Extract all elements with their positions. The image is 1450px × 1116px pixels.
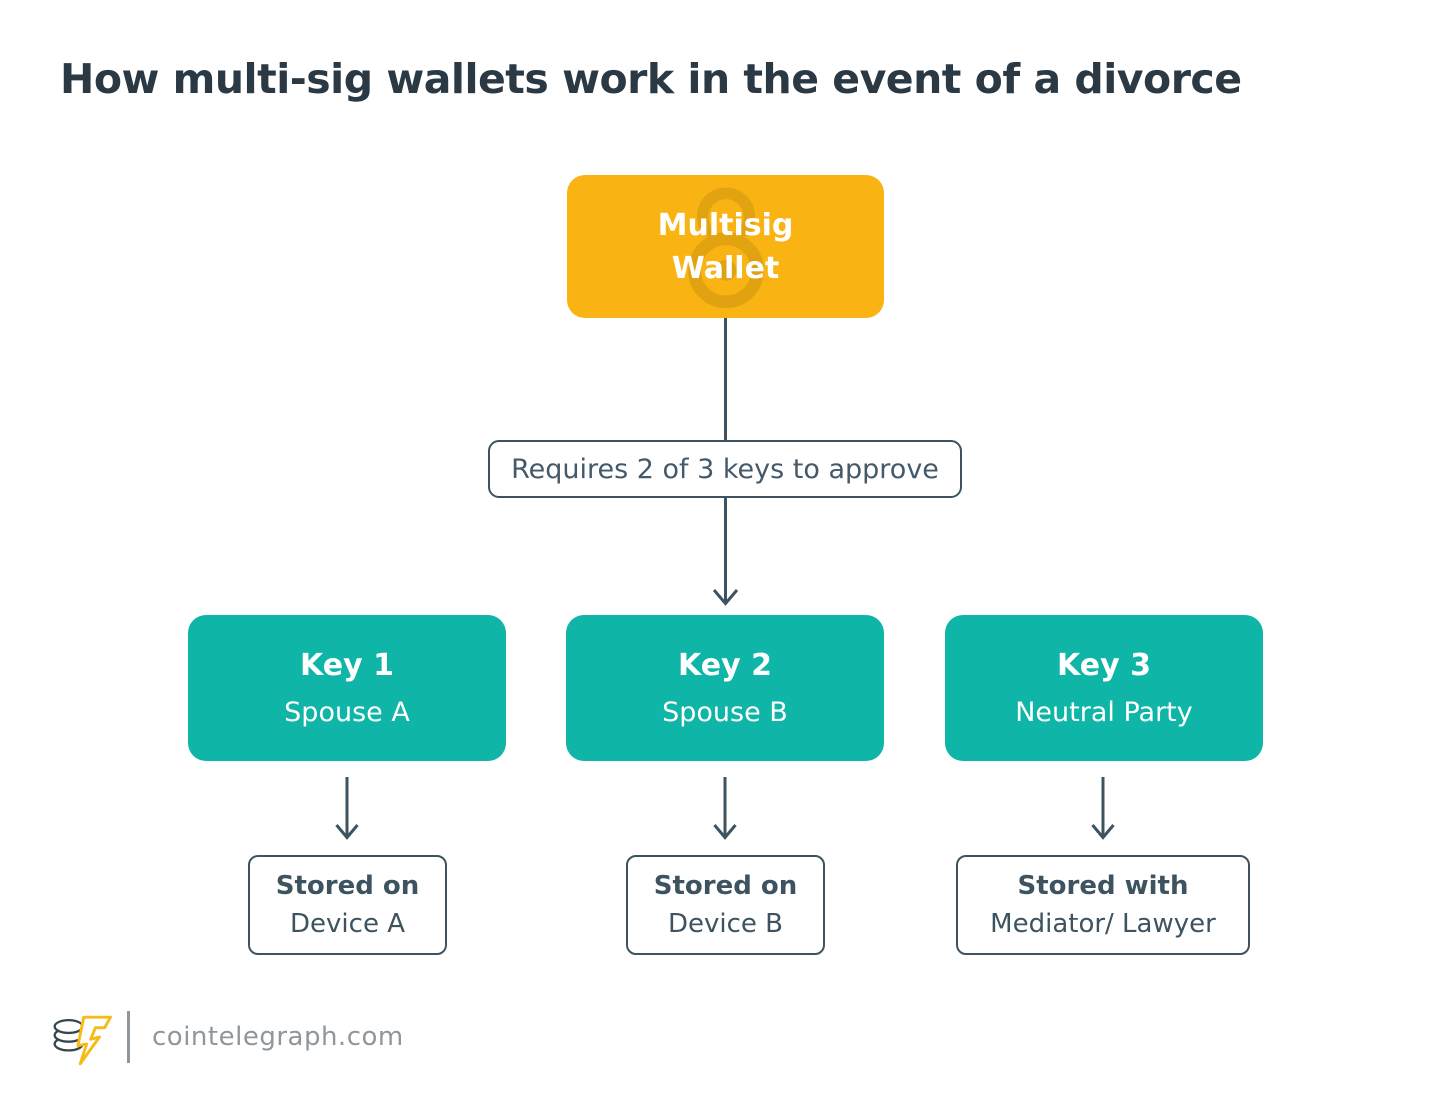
cointelegraph-logo: [53, 1015, 112, 1066]
connector-root-to-condition: [724, 318, 727, 440]
key-3-node: Key 3 Neutral Party: [945, 615, 1263, 761]
key-2-node: Key 2 Spouse B: [566, 615, 884, 761]
root-node-label-line1: Multisig: [657, 207, 794, 243]
storage-box-key-3: Stored with Mediator/ Lawyer: [956, 855, 1250, 955]
arrow-down-icon: [1091, 777, 1115, 840]
storage-1-title: Stored on: [275, 871, 420, 901]
arrow-down-icon: [713, 777, 737, 840]
storage-box-key-1: Stored on Device A: [248, 855, 447, 955]
footer-divider: [127, 1011, 130, 1063]
condition-label: Requires 2 of 3 keys to approve: [511, 453, 939, 485]
key-3-subtitle: Neutral Party: [1015, 697, 1193, 728]
storage-2-subtitle: Device B: [667, 909, 784, 939]
arrow-down-icon: [712, 498, 739, 606]
key-1-title: Key 1: [300, 648, 394, 683]
storage-3-title: Stored with: [1017, 871, 1189, 901]
root-node-label-line2: Wallet: [671, 250, 780, 286]
condition-box: Requires 2 of 3 keys to approve: [488, 440, 962, 498]
key-3-title: Key 3: [1057, 648, 1151, 683]
multisig-wallet-node: Multisig Wallet: [567, 175, 884, 318]
storage-box-key-2: Stored on Device B: [626, 855, 825, 955]
key-2-subtitle: Spouse B: [662, 697, 788, 728]
padlock-icon: [687, 187, 764, 308]
key-2-title: Key 2: [678, 648, 772, 683]
storage-3-subtitle: Mediator/ Lawyer: [990, 909, 1216, 939]
storage-1-subtitle: Device A: [290, 909, 405, 939]
arrow-down-icon: [335, 777, 359, 840]
footer-site-text: cointelegraph.com: [152, 1022, 404, 1052]
storage-2-title: Stored on: [653, 871, 798, 901]
page-title: How multi-sig wallets work in the event …: [60, 55, 1242, 103]
key-1-subtitle: Spouse A: [284, 697, 410, 728]
key-1-node: Key 1 Spouse A: [188, 615, 506, 761]
